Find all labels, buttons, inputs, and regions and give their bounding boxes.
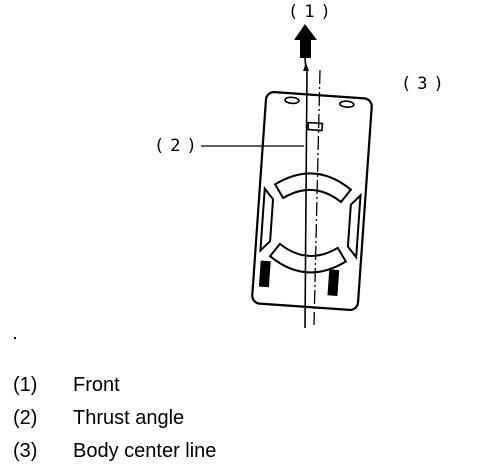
front-arrow-icon: [294, 24, 317, 71]
legend-item-body-center-line: (3) Body center line: [13, 436, 473, 469]
legend-number: (2): [13, 407, 38, 429]
legend-label: Front: [73, 374, 120, 396]
body-center-line: [313, 69, 321, 326]
legend: (1) Front (2) Thrust angle (3) Body cent…: [13, 370, 473, 469]
legend-item-front: (1) Front: [13, 370, 473, 403]
stray-dot: [14, 337, 16, 339]
legend-label: Thrust angle: [73, 407, 185, 429]
vehicle-body: [251, 90, 373, 312]
callout-front: (1): [288, 2, 337, 22]
callout-body-center-line: (3): [401, 74, 450, 94]
legend-label: Body center line: [73, 440, 217, 462]
diagram-svg: [201, 24, 373, 329]
rear-left-wheel: [258, 260, 271, 288]
legend-number: (3): [13, 440, 38, 462]
legend-item-thrust-angle: (2) Thrust angle: [13, 403, 473, 436]
callout-thrust-angle: (2): [154, 136, 203, 156]
thrust-angle-diagram: (1) (2) (3): [154, 2, 450, 329]
rear-right-wheel: [327, 269, 340, 297]
legend-number: (1): [13, 374, 38, 396]
thrust-line: [304, 67, 308, 329]
